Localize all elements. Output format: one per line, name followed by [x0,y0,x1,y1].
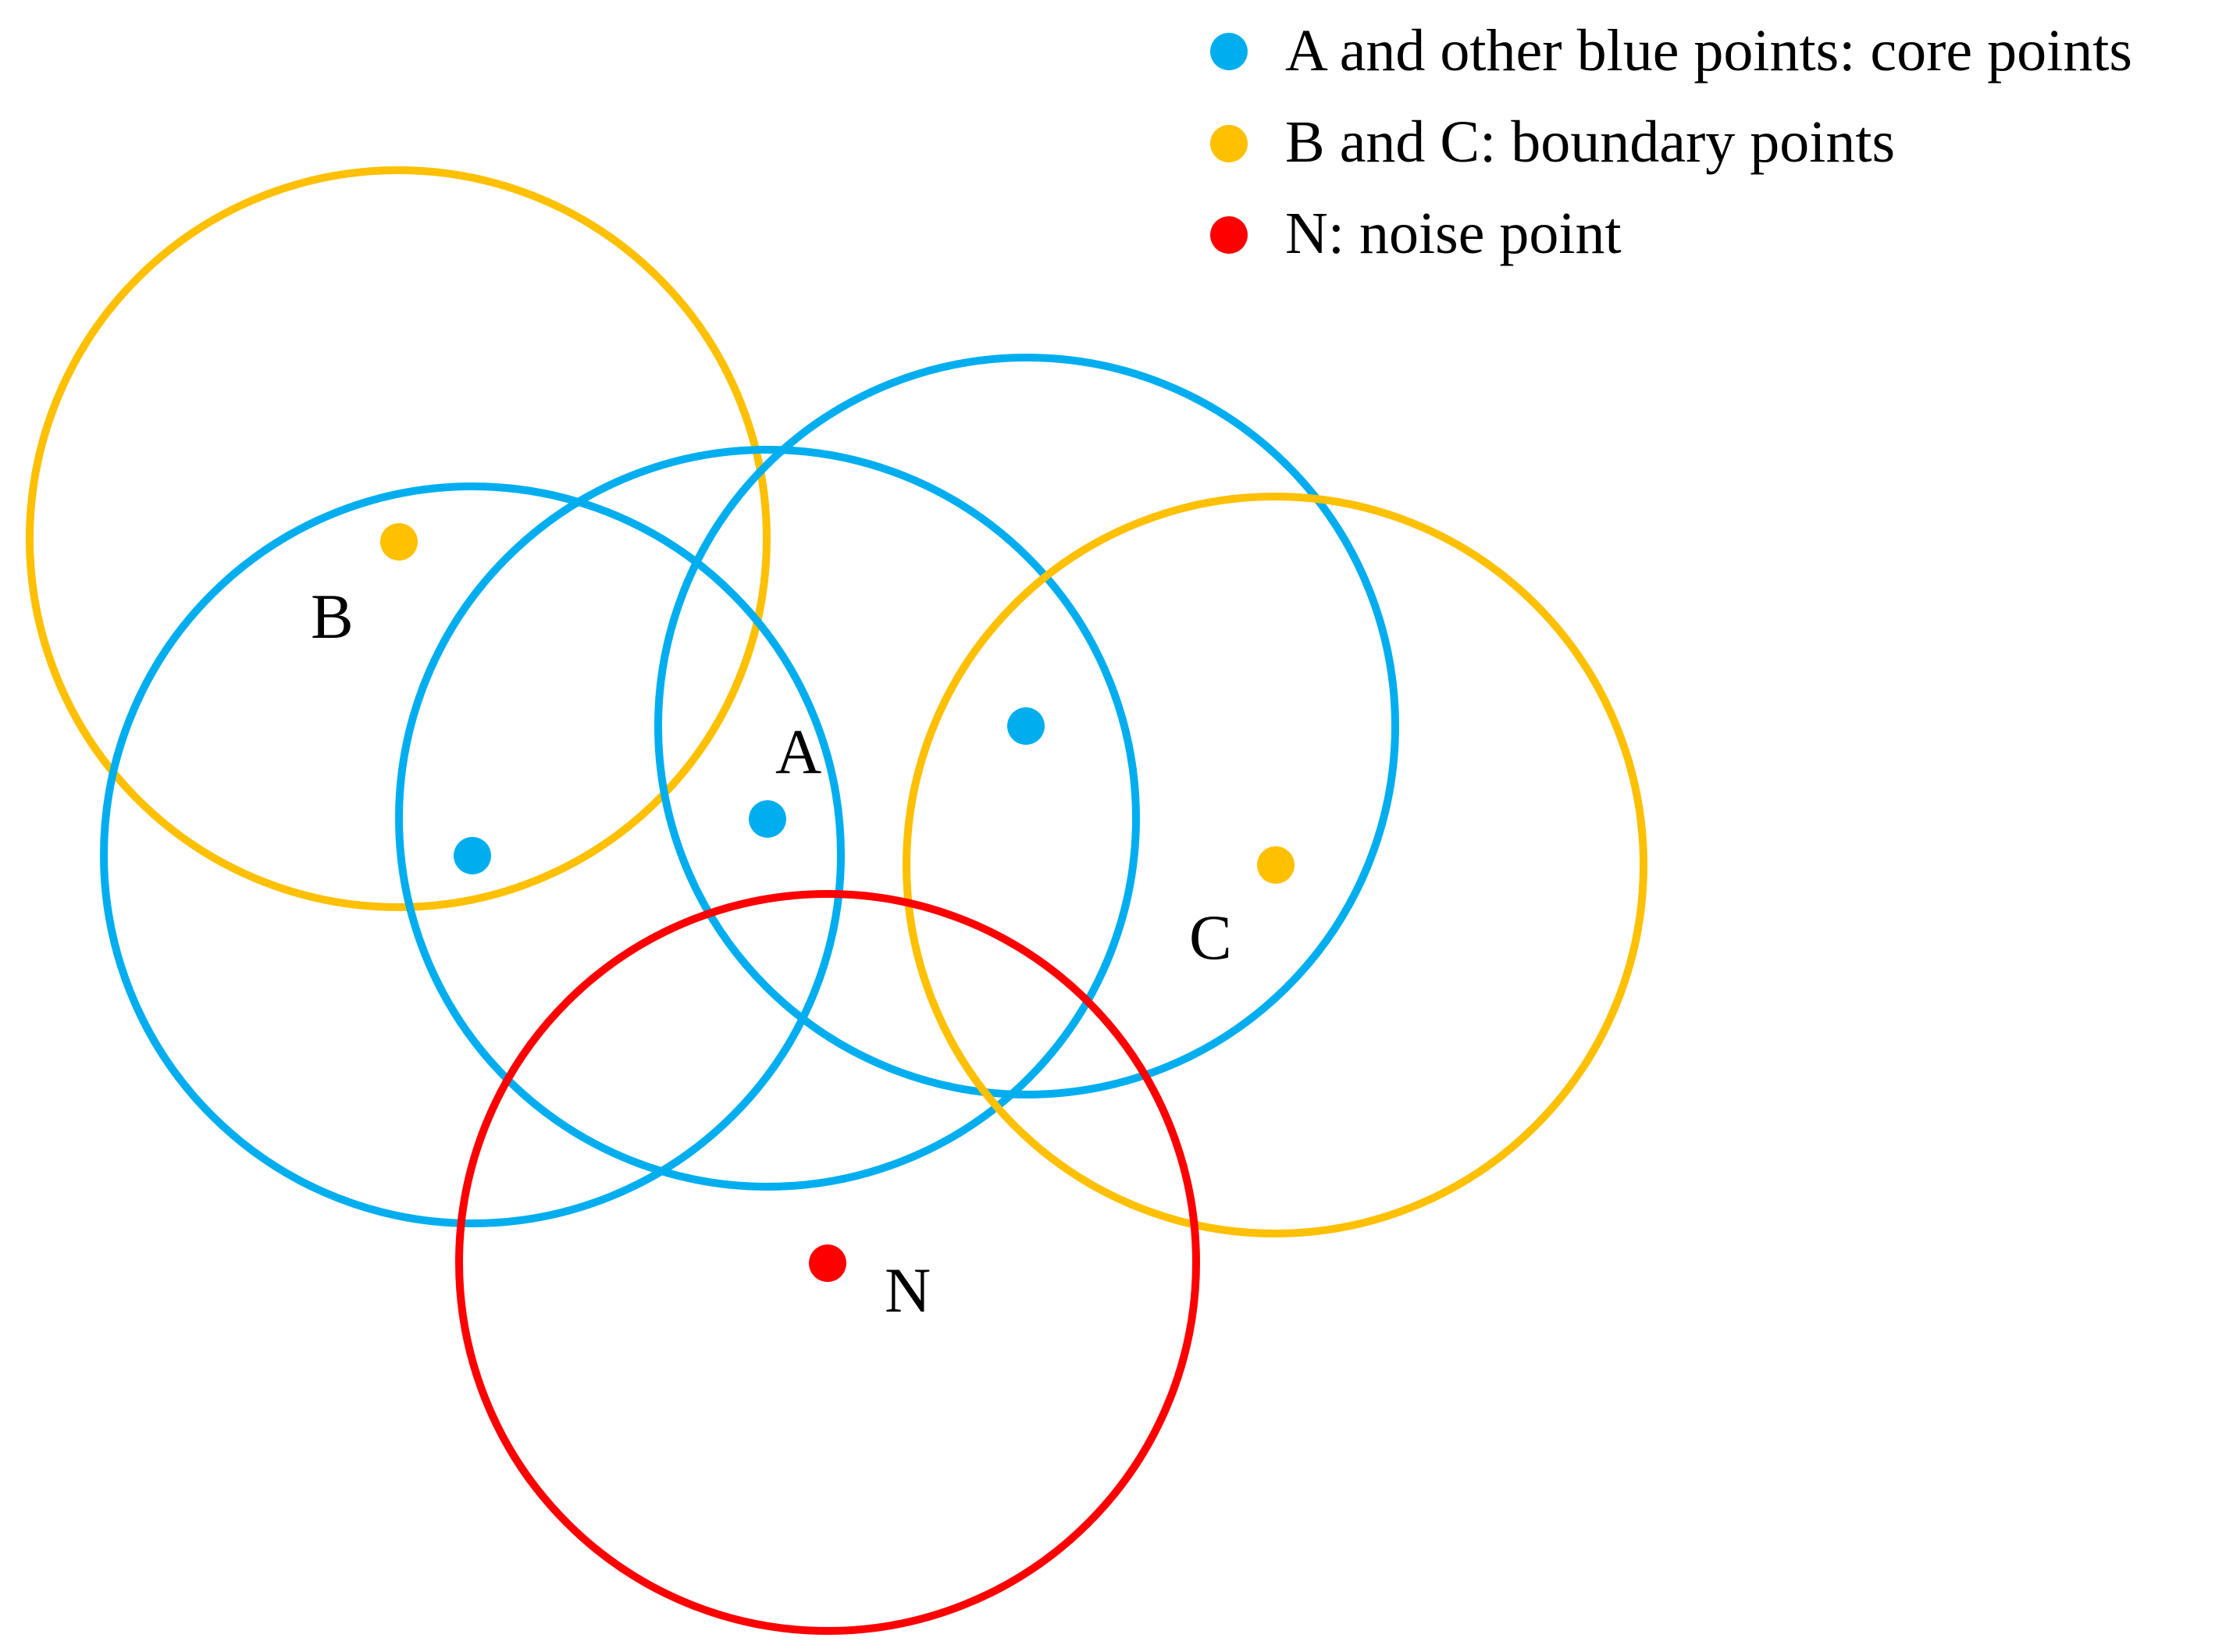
legend-text-core: A and other blue points: core points [1285,18,2132,84]
legend-marker-core [1210,33,1248,70]
core-neighborhood-left [100,482,845,1227]
legend: A and other blue points: core points B a… [1210,18,2132,266]
boundary-neighborhood-b [26,166,771,911]
legend-item-boundary: B and C: boundary points [1210,109,1895,175]
boundary-point-b [380,523,418,561]
label-b: B [311,581,354,652]
legend-item-core: A and other blue points: core points [1210,18,2132,84]
legend-item-noise: N: noise point [1210,201,1622,266]
legend-text-boundary: B and C: boundary points [1285,109,1895,175]
core-point-right [1007,707,1045,745]
label-a: A [775,716,821,787]
legend-marker-noise [1210,216,1248,254]
core-point-a [749,800,786,838]
boundary-neighborhood-c [903,493,1647,1237]
core-point-left [454,837,491,874]
legend-marker-boundary [1210,125,1248,162]
boundary-point-c [1257,846,1295,884]
legend-text-noise: N: noise point [1285,201,1622,266]
core-neighborhood-a [395,446,1140,1191]
noise-neighborhood-n [455,890,1200,1635]
core-neighborhood-right [654,354,1399,1098]
label-c: C [1189,902,1232,973]
noise-point-n [809,1244,846,1282]
label-n: N [885,1255,931,1326]
